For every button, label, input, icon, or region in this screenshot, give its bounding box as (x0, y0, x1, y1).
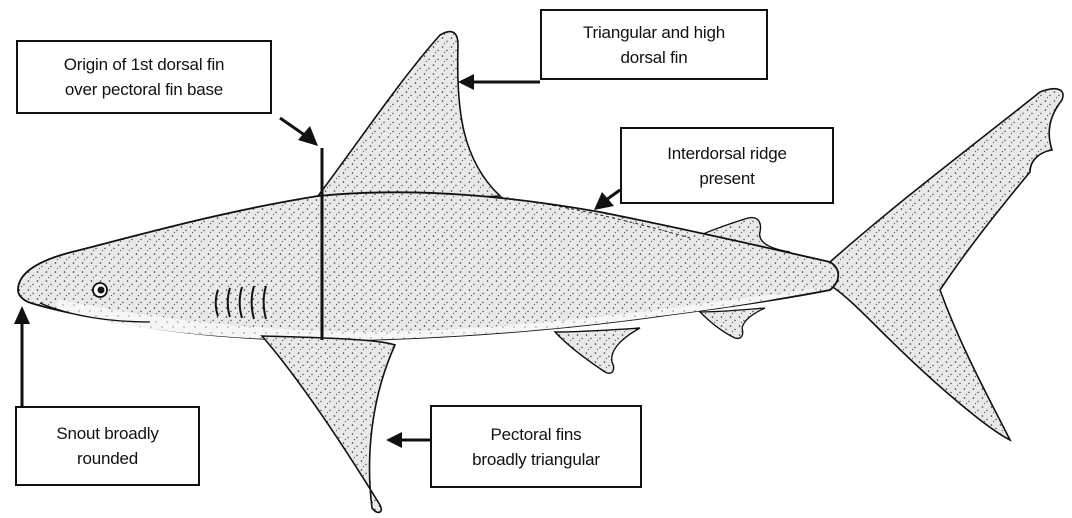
anal-fin (700, 308, 765, 338)
dorsal-fin-label-line2: dorsal fin (621, 45, 688, 70)
interdorsal-ridge-label-box: Interdorsal ridge present (620, 127, 834, 204)
first-dorsal-origin-label-box: Origin of 1st dorsal fin over pectoral f… (16, 40, 272, 114)
caudal-fin (830, 89, 1063, 440)
snout-label-line2: rounded (77, 446, 138, 471)
pectoral-fins-label-line2: broadly triangular (472, 447, 600, 472)
dorsal-fin-label-line1: Triangular and high (583, 20, 725, 45)
snout-label-line1: Snout broadly (56, 421, 158, 446)
pectoral-fins-label-line1: Pectoral fins (491, 422, 582, 447)
first-dorsal-origin-label-line1: Origin of 1st dorsal fin (64, 52, 225, 77)
interdorsal-ridge-label-line2: present (699, 166, 754, 191)
snout-label-box: Snout broadly rounded (15, 406, 200, 486)
pectoral-fin (262, 336, 395, 512)
pectoral-fins-label-box: Pectoral fins broadly triangular (430, 405, 642, 488)
dorsal-fin-label-box: Triangular and high dorsal fin (540, 9, 768, 80)
interdorsal-ridge-label-line1: Interdorsal ridge (667, 141, 786, 166)
first-dorsal-fin (318, 32, 500, 197)
pelvic-fin (555, 328, 640, 373)
first-dorsal-origin-label-line2: over pectoral fin base (65, 77, 223, 102)
